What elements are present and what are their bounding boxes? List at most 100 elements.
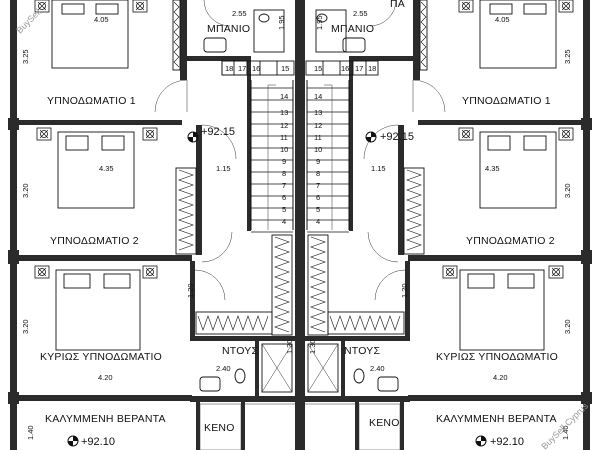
bathtub-left	[253, 9, 285, 53]
stair-num-l-18: 18	[225, 64, 233, 73]
lamp-cross	[39, 129, 49, 139]
bed-2-left	[57, 131, 135, 209]
bed-master-right	[459, 269, 545, 351]
label-veranda-right: ΚΑΛΥΜΜΕΝΗ ΒΕΡΑΝΤΑ	[436, 413, 557, 425]
wardrobes	[172, 0, 428, 336]
label-top-right-fragment: ΠΑ	[390, 0, 405, 10]
wardrobe-zigzag	[274, 236, 290, 333]
washbasin-right	[377, 376, 399, 392]
beds	[34, 0, 574, 351]
watermark-bottom-right: BuySell Cyprus	[539, 400, 590, 450]
dim-shower-width-right: 2.40	[370, 364, 385, 373]
lamp-cross	[461, 1, 471, 11]
level-veranda-right: +92.10	[490, 436, 524, 448]
stair-num-l-7: 7	[282, 181, 286, 190]
label-shower-left: ΝΤΟΥΣ	[222, 345, 258, 357]
label-veranda-left: ΚΑΛΥΜΜΕΝΗ ΒΕΡΑΝΤΑ	[45, 413, 166, 425]
level-veranda-left: +92.10	[81, 436, 115, 448]
dim-bath-width-left: 2.55	[232, 9, 247, 18]
lamp-cross	[461, 129, 471, 139]
nightstand-lamp-icon	[34, 0, 50, 13]
label-bath-right: ΜΠΑΝΙΟ	[331, 23, 374, 35]
dim-bed1-width-right: 4.05	[495, 15, 510, 24]
dim-bath-depth-left: 1.95	[277, 15, 286, 30]
sanitary	[199, 9, 399, 393]
level-marker-veranda-left	[67, 435, 79, 447]
doors	[154, 0, 446, 301]
level-markers	[67, 131, 487, 447]
stair-num-r-10: 10	[314, 145, 322, 154]
dim-master-depth-left: 3.20	[21, 319, 30, 334]
stair-num-l-10: 10	[280, 145, 288, 154]
dim-veranda-depth-left: 1.40	[26, 425, 35, 440]
label-void-right: ΚΕΝΟ	[369, 417, 400, 429]
dim-shower-gap-left: 1.30	[285, 339, 294, 354]
walls	[8, 0, 592, 450]
level-marker-veranda-right	[475, 435, 487, 447]
stair-num-r-12: 12	[314, 121, 322, 130]
wardrobe-zigzag	[329, 315, 401, 331]
wardrobe-master-left	[195, 311, 273, 335]
nightstand-lamp-icon	[558, 127, 574, 141]
stair-num-l-9: 9	[282, 157, 286, 166]
toilet-shower-left	[234, 368, 246, 384]
sink-right	[342, 37, 366, 53]
stair-num-r-5: 5	[316, 205, 320, 214]
stair-num-l-14: 14	[280, 92, 288, 101]
wardrobe-bed1-right	[419, 0, 428, 71]
nightstand-lamp-icon	[34, 265, 50, 279]
dimension-labels: 4.05 4.05 2.55 2.55 4.35 4.35 1.15 1.15 …	[21, 9, 572, 440]
stair-num-l-16: 16	[252, 64, 260, 73]
stair-num-r-17: 17	[355, 64, 363, 73]
toilet-bath-left	[258, 13, 270, 23]
dim-bed2-depth-left: 3.20	[21, 183, 30, 198]
label-bed2-right: ΥΠΝΟΔΩΜΑΤΙΟ 2	[466, 235, 555, 247]
nightstand-lamp-icon	[458, 0, 474, 13]
stair-num-l-12: 12	[280, 121, 288, 130]
nightstands	[34, 0, 574, 279]
stair-num-r-9: 9	[316, 157, 320, 166]
lamp-cross	[145, 267, 155, 277]
stair-num-l-6: 6	[282, 193, 286, 202]
label-shower-right: ΝΤΟΥΣ	[344, 345, 380, 357]
dim-shower-width-left: 2.40	[216, 364, 231, 373]
label-master-right: ΚΥΡΙΩΣ ΥΠΝΟΔΩΜΑΤΙΟ	[436, 351, 558, 363]
lamp-cross	[561, 129, 571, 139]
stair-num-r-11: 11	[314, 133, 322, 142]
lamp-cross	[561, 1, 571, 11]
stair-num-r-18: 18	[368, 64, 376, 73]
stair-num-r-8: 8	[316, 169, 320, 178]
wardrobe-bed2-left	[175, 167, 197, 255]
nightstand-lamp-icon	[142, 265, 158, 279]
stairs: 18 17 16 15 15 16 17 18 14 13 12 11 10 9…	[221, 60, 379, 233]
lamp-cross	[37, 267, 47, 277]
label-bed1-left: ΥΠΝΟΔΩΜΑΤΙΟ 1	[47, 95, 136, 107]
bed-1-left	[51, 0, 129, 69]
sink-left	[203, 37, 227, 53]
stair-num-l-11: 11	[280, 133, 288, 142]
nightstand-lamp-icon	[36, 127, 52, 141]
lamp-cross	[37, 1, 47, 11]
nightstand-lamp-icon	[548, 265, 564, 279]
wardrobe-bed2-right	[403, 167, 425, 255]
dim-veranda-depth-right: 1.40	[561, 425, 570, 440]
dim-bath-width-right: 2.55	[353, 9, 368, 18]
level-landing-left: +92.15	[201, 126, 235, 138]
stair-treads-left	[250, 80, 294, 233]
wardrobe-zigzag	[173, 1, 180, 68]
dim-shower-gap-right: 1.30	[308, 339, 317, 354]
bed-master-left	[55, 269, 141, 351]
dim-bed2-depth-right: 3.20	[563, 183, 572, 198]
stair-num-l-8: 8	[282, 169, 286, 178]
lamp-cross	[445, 267, 455, 277]
dim-bath-depth-right: 1.95	[315, 15, 324, 30]
bathtub-right	[315, 9, 347, 53]
stair-num-l-17: 17	[238, 64, 246, 73]
dim-bed1-width-left: 4.05	[94, 15, 109, 24]
level-landing-right: +92.15	[380, 131, 414, 143]
wardrobe-zigzags	[173, 1, 427, 333]
void-areas	[199, 403, 401, 450]
dim-master-width-left: 4.20	[98, 373, 113, 382]
nightstand-lamp-icon	[558, 0, 574, 13]
